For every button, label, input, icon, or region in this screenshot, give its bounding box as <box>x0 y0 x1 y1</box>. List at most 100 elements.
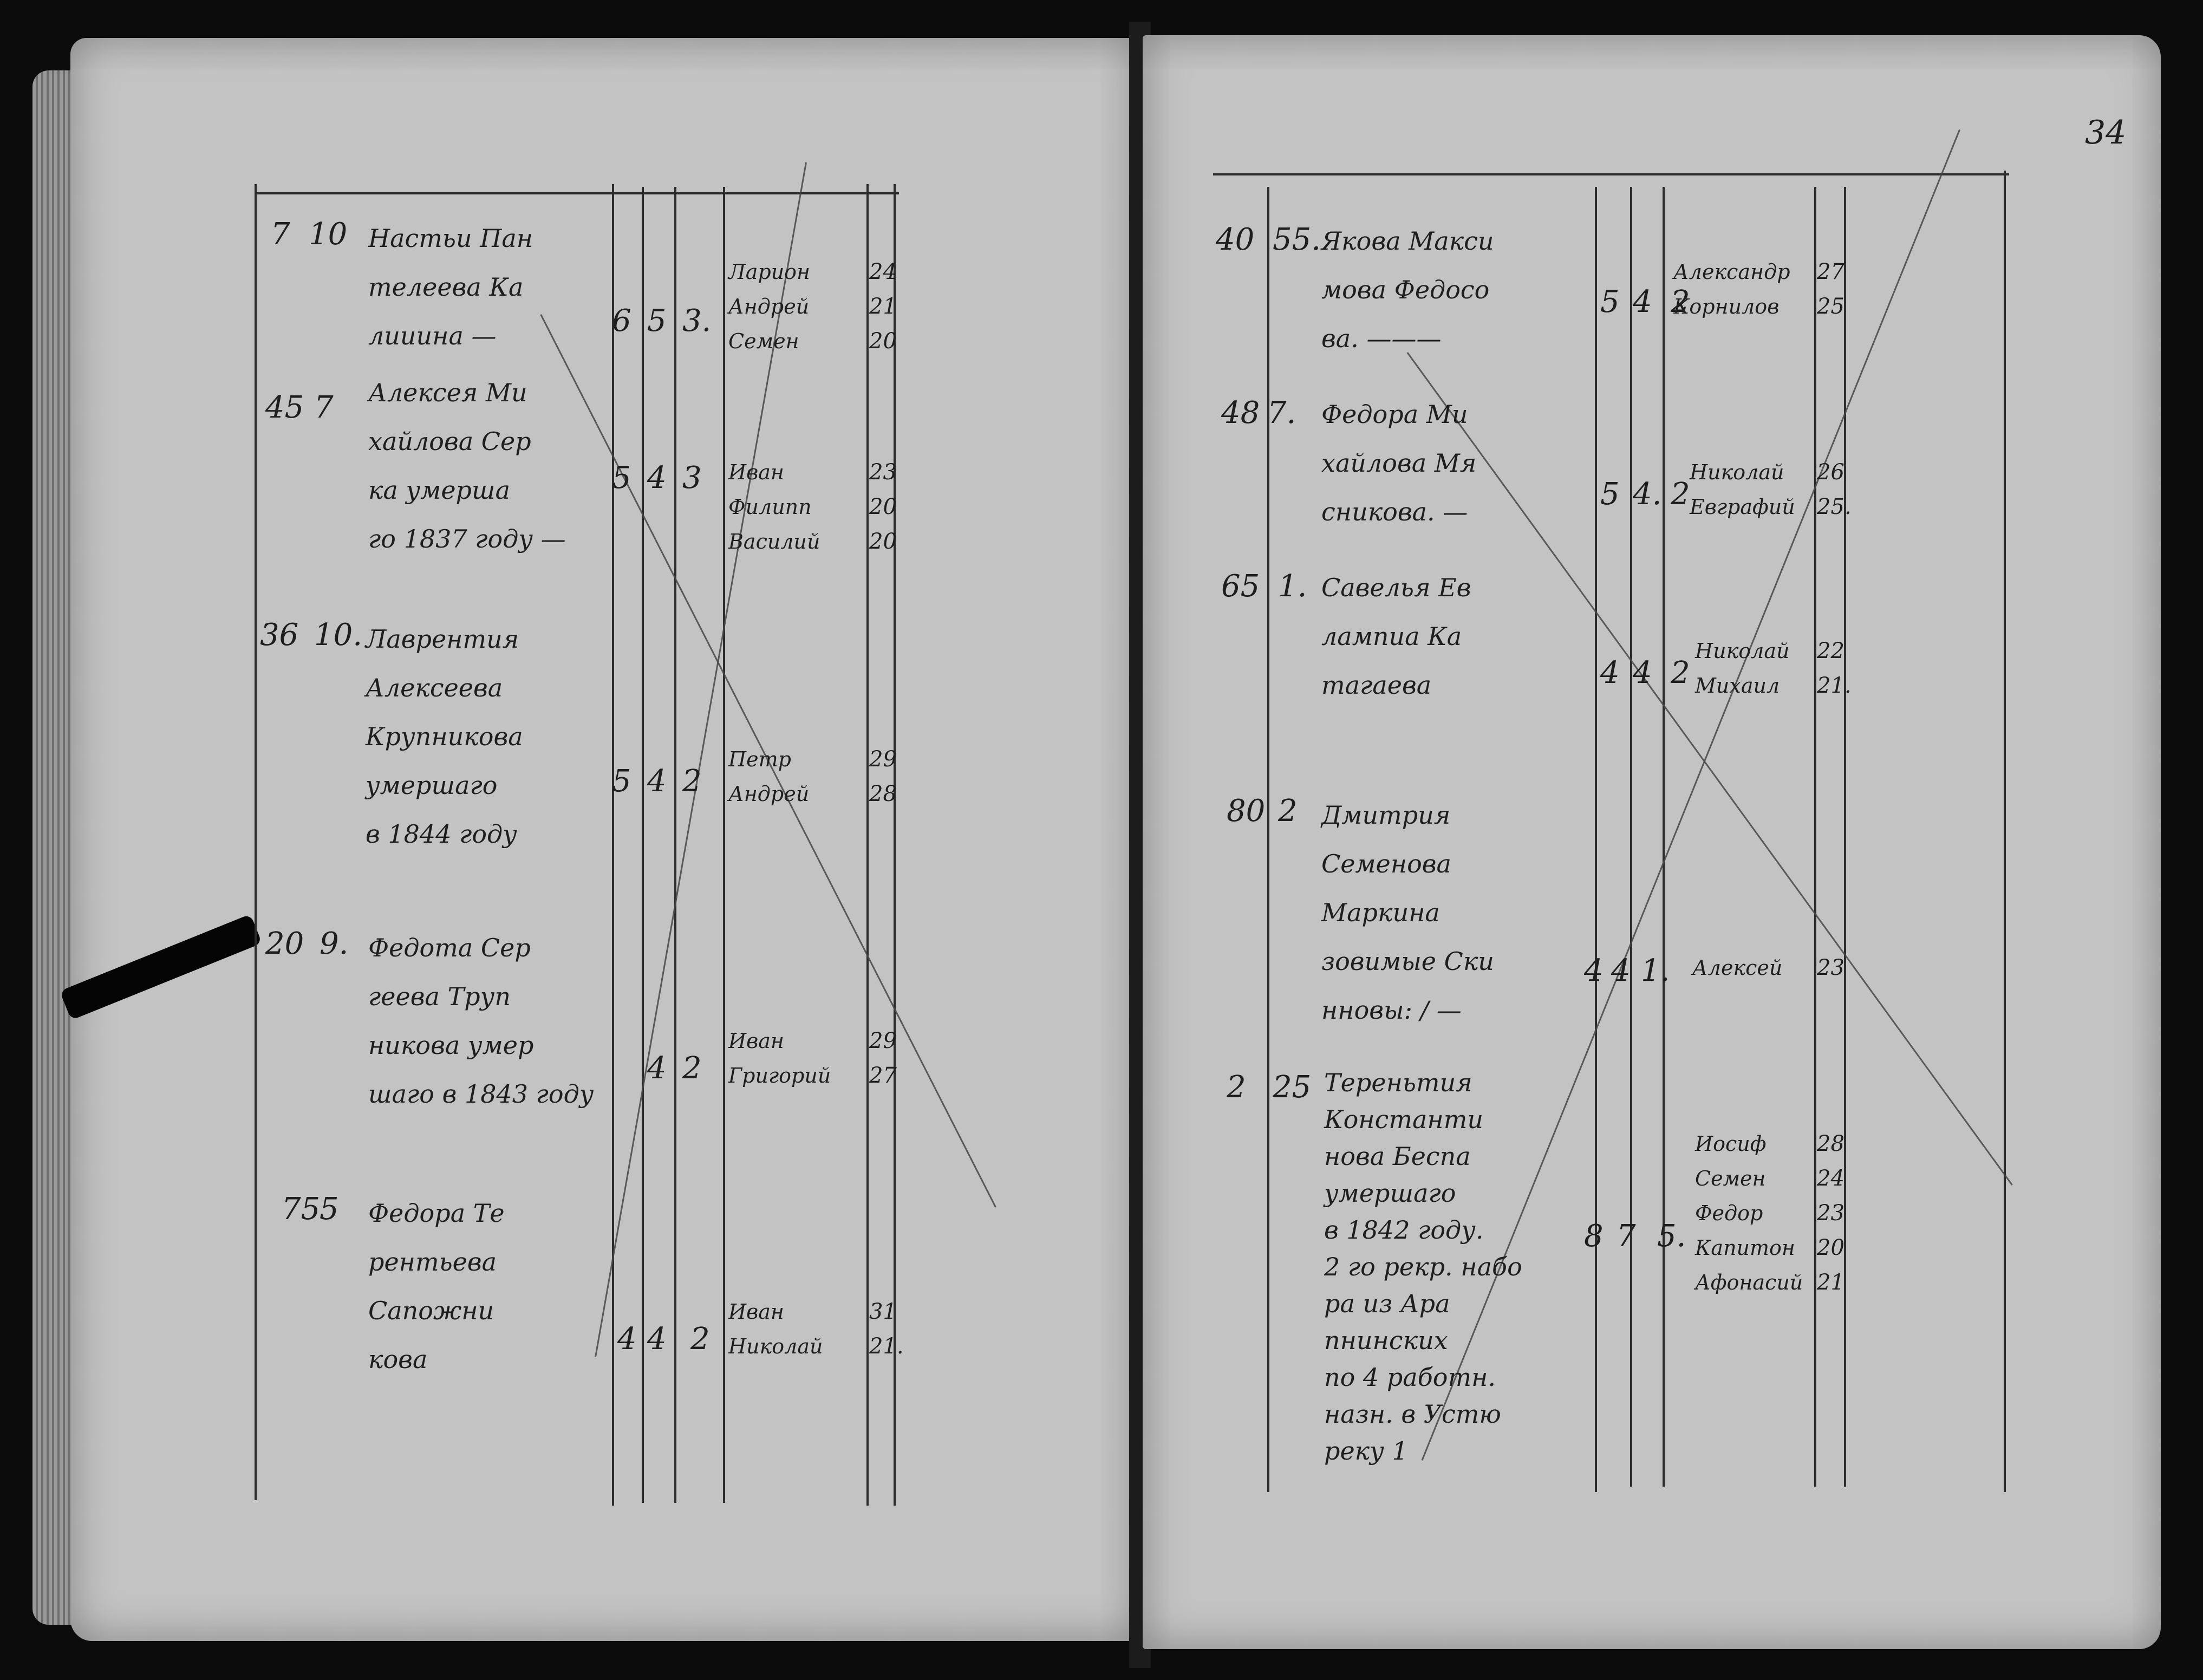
count-cell: 4 <box>647 1321 667 1357</box>
age-cell: 27 <box>1817 259 1844 284</box>
entry-text-line: лииина — <box>368 321 497 350</box>
count-cell: 2 <box>682 764 702 799</box>
entry-text-line: го 1837 году — <box>368 524 566 554</box>
column-rule <box>1844 187 1846 1487</box>
entry-text-line: Семенова <box>1321 849 1451 878</box>
entry-text-line: зовимые Ски <box>1321 947 1494 976</box>
column-rule <box>1663 187 1665 1487</box>
household-number: 5 <box>320 1191 339 1227</box>
count-cell: 4 <box>647 460 667 496</box>
count-cell: 5. <box>1657 1219 1686 1254</box>
entry-text-line: мова Федосо <box>1321 275 1490 304</box>
entry-text-line: лампиа Ка <box>1321 622 1462 651</box>
count-cell: 4 <box>617 1321 637 1357</box>
age-cell: 26 <box>1817 460 1844 485</box>
column-rule <box>1814 187 1816 1487</box>
age-cell: 29 <box>869 747 897 772</box>
age-cell: 21 <box>1817 1270 1844 1295</box>
ages-block: 29 27 <box>869 1024 897 1093</box>
household-number: 9. <box>320 926 349 961</box>
household-number: 7 <box>314 390 334 425</box>
count-cell: 3 <box>682 460 702 496</box>
age-cell: 28 <box>869 782 897 806</box>
column-rule <box>255 184 257 1500</box>
top-rule <box>255 192 899 194</box>
count-cell: 7 <box>1617 1219 1636 1254</box>
column-rule <box>2004 171 2006 1492</box>
name-cell: Василий <box>728 530 820 554</box>
entry-text-line: Алексеева <box>366 673 503 702</box>
entry-text-block: Тереньтия Константи нова Беспа умершаго … <box>1324 1064 1522 1469</box>
entry-text-line: Настьи Пан <box>368 224 533 253</box>
count-cell: 6 <box>612 303 631 338</box>
name-cell: Капитон <box>1695 1236 1795 1260</box>
entry-text-line: шаго в 1843 году <box>368 1079 594 1109</box>
age-cell: 21. <box>869 1334 904 1359</box>
entry-text-line: тагаева <box>1321 670 1432 700</box>
entry-number: 2 <box>1227 1070 1246 1105</box>
count-cell: 5 <box>612 764 631 799</box>
ages-block: 24 21 20 <box>869 255 897 359</box>
age-cell: 31 <box>869 1299 897 1324</box>
count-cell: 2 <box>1671 477 1690 512</box>
name-cell: Корнилов <box>1673 295 1780 318</box>
ages-block: 26 25. <box>1817 455 1852 524</box>
entry-text-line: Федота Сер <box>368 933 531 962</box>
name-cell: Григорий <box>728 1064 831 1088</box>
entry-number: 20 <box>265 926 304 961</box>
right-page <box>1143 35 2161 1649</box>
entry-text-line: ва. ——— <box>1321 324 1442 353</box>
name-cell: Семен <box>728 329 799 353</box>
entry-text-block: Алексея Ми хайлова Сер ка умерша го 1837… <box>368 368 566 563</box>
name-cell: Андрей <box>728 295 810 318</box>
entry-text-line: Крупникова <box>366 722 523 751</box>
column-rule <box>612 184 614 1506</box>
age-cell: 20 <box>1817 1235 1844 1260</box>
names-block: Иван Григорий <box>728 1024 831 1093</box>
entry-text-line: Савелья Ев <box>1321 573 1471 602</box>
age-cell: 27 <box>869 1063 897 1088</box>
entry-text-block: Федора Ми хайлова Мя сникова. — <box>1321 390 1476 536</box>
count-cell: 4 <box>1633 655 1652 691</box>
ages-block: 22 21. <box>1817 634 1852 703</box>
entry-text-block: Савелья Ев лампиа Ка тагаева <box>1321 563 1471 709</box>
household-number: 10 <box>309 217 348 252</box>
count-cell: 2 <box>682 1051 702 1086</box>
entry-text-line: сникова. — <box>1321 497 1468 526</box>
name-cell: Иван <box>728 1300 784 1324</box>
name-cell: Филипп <box>728 495 812 519</box>
entry-number: 45 <box>265 390 304 425</box>
entry-text-line: Федора Те <box>368 1199 505 1228</box>
household-number: 7. <box>1267 395 1296 431</box>
name-cell: Афонасий <box>1695 1271 1803 1294</box>
name-cell: Федор <box>1695 1201 1763 1225</box>
names-block: Алексей <box>1692 950 1782 985</box>
entry-number: 75 <box>282 1191 321 1227</box>
entry-text-line: пнинских <box>1324 1326 1448 1355</box>
age-cell: 24 <box>869 259 897 284</box>
age-cell: 28 <box>1817 1131 1844 1156</box>
entry-text-line: 2 го рекр. набо <box>1324 1252 1522 1281</box>
name-cell: Алексей <box>1692 956 1783 980</box>
entry-text-block: Якова Макси мова Федосо ва. ——— <box>1321 217 1494 363</box>
entry-text-line: Маркина <box>1321 898 1440 927</box>
entry-text-line: телеева Ка <box>368 272 524 302</box>
entry-text-line: ка умерша <box>368 476 511 505</box>
entry-text-line: назн. в Устю <box>1324 1399 1501 1429</box>
folio-number: 34 <box>2085 114 2127 152</box>
count-cell: 3. <box>682 303 712 338</box>
column-rule <box>1595 187 1597 1492</box>
name-cell: Михаил <box>1695 674 1780 698</box>
entry-text-line: Якова Макси <box>1321 226 1494 256</box>
name-cell: Николай <box>1695 639 1790 663</box>
ages-block: 29 28 <box>869 742 897 811</box>
household-number: 1. <box>1278 569 1307 604</box>
names-block: Иван Николай <box>728 1294 823 1364</box>
name-cell: Семен <box>1695 1167 1766 1190</box>
ages-block: 23 <box>1817 950 1844 985</box>
entry-text-block: Федота Сер геева Труп никова умер шаго в… <box>368 923 594 1118</box>
count-cell: 4 <box>647 1051 667 1086</box>
entry-text-block: Настьи Пан телеева Ка лииина — <box>368 214 533 360</box>
age-cell: 29 <box>869 1028 897 1053</box>
entry-text-line: умершаго <box>1324 1178 1456 1208</box>
